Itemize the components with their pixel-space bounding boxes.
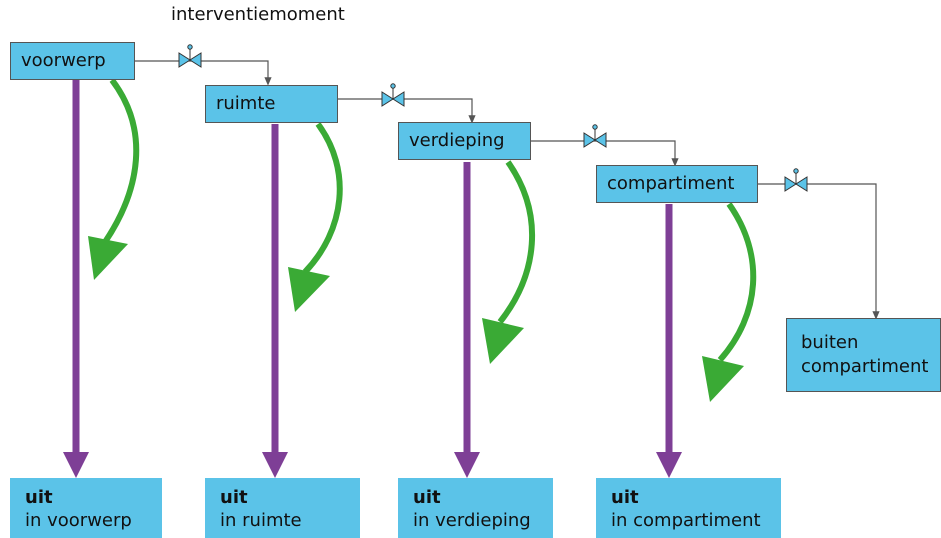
outcome-box-buiten-compartiment: buiten compartiment: [786, 318, 941, 392]
green-arrows: [88, 78, 757, 402]
purple-arrow-ruimte: [262, 124, 288, 478]
green-arrow-verdieping: [482, 160, 536, 364]
outcome-line1: uit: [25, 487, 53, 508]
valve-icon: [381, 83, 405, 107]
purple-arrow-compartiment: [656, 204, 682, 478]
intervention-label: interventiemoment: [171, 4, 345, 25]
valve-icon: [784, 168, 808, 192]
stage-box-compartiment: compartiment: [596, 165, 758, 203]
purple-arrow-voorwerp: [63, 80, 89, 478]
stage-box-verdieping: verdieping: [398, 122, 531, 160]
outcome-line1: uit: [413, 487, 441, 508]
outcome-box-compartiment: uit in compartiment: [596, 478, 781, 538]
outcome-line1: uit: [611, 487, 639, 508]
connector-verdieping-compartiment: [530, 140, 679, 167]
stage-box-ruimte: ruimte: [205, 85, 338, 123]
outcome-line1: buiten: [801, 332, 859, 353]
stage-box-voorwerp: voorwerp: [10, 42, 135, 80]
green-arrow-ruimte: [288, 122, 343, 312]
outcome-line2: in verdieping: [413, 510, 531, 531]
outcome-box-voorwerp: uit in voorwerp: [10, 478, 162, 538]
valve-icon: [583, 124, 607, 148]
connector-compartiment-buiten: [757, 183, 880, 320]
green-arrow-voorwerp: [88, 78, 140, 280]
outcome-line2: in compartiment: [611, 510, 761, 531]
outcome-line1: uit: [220, 487, 248, 508]
purple-arrow-verdieping: [454, 162, 480, 478]
valve-icons: [178, 44, 808, 192]
outcome-box-ruimte: uit in ruimte: [205, 478, 360, 538]
outcome-line2: in voorwerp: [25, 510, 132, 531]
outcome-box-verdieping: uit in verdieping: [398, 478, 553, 538]
outcome-line2: compartiment: [801, 356, 929, 377]
green-arrow-compartiment: [702, 202, 757, 402]
outcome-line2: in ruimte: [220, 510, 302, 531]
valve-icon: [178, 44, 202, 68]
purple-arrows: [63, 80, 682, 478]
